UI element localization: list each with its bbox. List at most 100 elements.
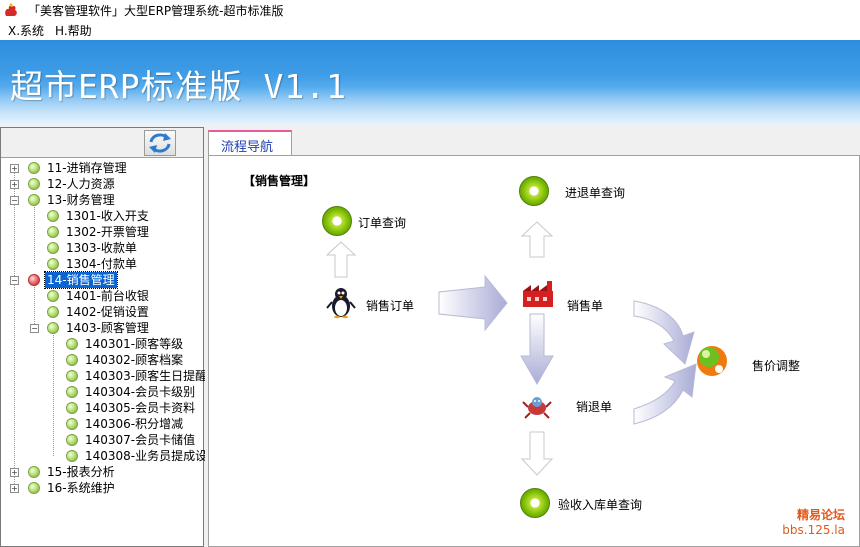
navigation-panel: + 11-进销存管理 + 12-人力资源 − 13-财务管理 1301-收入开支… bbox=[0, 127, 207, 547]
tree-label: 11-进销存管理 bbox=[47, 161, 127, 175]
expand-icon[interactable]: + bbox=[10, 484, 19, 493]
tree-item-140301[interactable]: 140301-顾客等级 bbox=[1, 336, 203, 352]
return-in-query-label[interactable]: 进退单查询 bbox=[565, 186, 626, 200]
menu-system[interactable]: X.系统 bbox=[8, 24, 45, 38]
status-ball-icon bbox=[28, 178, 40, 190]
receipt-query-label[interactable]: 验收入库单查询 bbox=[558, 498, 643, 512]
collapse-icon[interactable]: − bbox=[30, 324, 39, 333]
arrow-curve-icon bbox=[633, 300, 695, 365]
price-adjust-icon[interactable] bbox=[695, 344, 729, 378]
tree-item-14[interactable]: − 14-销售管理 bbox=[1, 271, 203, 289]
tree-item-1401[interactable]: 1401-前台收银 bbox=[1, 288, 203, 304]
status-ball-icon bbox=[28, 162, 40, 174]
tree-connector bbox=[34, 280, 35, 328]
order-query-icon[interactable] bbox=[322, 206, 352, 236]
tree-label: 1401-前台收银 bbox=[66, 289, 149, 303]
expand-icon[interactable]: + bbox=[10, 468, 19, 477]
tree-item-1303[interactable]: 1303-收款单 bbox=[1, 240, 203, 256]
tree-label: 13-财务管理 bbox=[47, 193, 115, 207]
tree-item-15[interactable]: + 15-报表分析 bbox=[1, 464, 203, 480]
return-crab-icon[interactable] bbox=[522, 393, 552, 419]
status-ball-icon bbox=[66, 402, 78, 414]
menu-tree: + 11-进销存管理 + 12-人力资源 − 13-财务管理 1301-收入开支… bbox=[1, 160, 207, 546]
collapse-icon[interactable]: − bbox=[10, 196, 19, 205]
tree-label: 1304-付款单 bbox=[66, 257, 137, 271]
tree-item-12[interactable]: + 12-人力资源 bbox=[1, 176, 203, 192]
tree-item-1403[interactable]: − 1403-顾客管理 bbox=[1, 320, 203, 336]
status-ball-icon bbox=[66, 450, 78, 462]
tree-label: 1403-顾客管理 bbox=[66, 321, 149, 335]
tree-label: 1301-收入开支 bbox=[66, 209, 149, 223]
tree-item-140308[interactable]: 140308-业务员提成设 bbox=[1, 448, 207, 464]
tree-label: 140306-积分增减 bbox=[85, 417, 184, 431]
flow-canvas: 【销售管理】 订单查询 销售订单 进退单查询 bbox=[208, 155, 860, 547]
factory-icon[interactable] bbox=[521, 279, 555, 309]
status-ball-icon bbox=[47, 306, 59, 318]
watermark-line-2: bbs.125.la bbox=[782, 523, 845, 537]
arrow-down-icon bbox=[520, 313, 554, 386]
flow-arrows bbox=[325, 221, 697, 476]
status-ball-icon bbox=[47, 210, 59, 222]
refresh-button[interactable] bbox=[144, 130, 176, 156]
tree-item-1304[interactable]: 1304-付款单 bbox=[1, 256, 203, 272]
arrow-curve-icon bbox=[633, 363, 697, 425]
collapse-icon[interactable]: − bbox=[10, 276, 19, 285]
tree-label: 1302-开票管理 bbox=[66, 225, 149, 239]
return-in-query-icon[interactable] bbox=[519, 176, 549, 206]
status-ball-icon bbox=[28, 274, 40, 286]
price-adjust-label[interactable]: 售价调整 bbox=[752, 359, 801, 373]
expand-icon[interactable]: + bbox=[10, 164, 19, 173]
status-ball-icon bbox=[66, 418, 78, 430]
tree-label: 140301-顾客等级 bbox=[85, 337, 184, 351]
tree-item-1301[interactable]: 1301-收入开支 bbox=[1, 208, 203, 224]
sales-return-label[interactable]: 销退单 bbox=[576, 400, 613, 414]
tree-item-16[interactable]: + 16-系统维护 bbox=[1, 480, 203, 496]
tree-item-1302[interactable]: 1302-开票管理 bbox=[1, 224, 203, 240]
tree-item-140307[interactable]: 140307-会员卡储值 bbox=[1, 432, 203, 448]
tree-item-140303[interactable]: 140303-顾客生日提醒 bbox=[1, 368, 207, 384]
status-ball-icon bbox=[28, 466, 40, 478]
expand-icon[interactable]: + bbox=[10, 180, 19, 189]
arrow-right-icon bbox=[438, 274, 508, 332]
tree-connector bbox=[53, 328, 54, 456]
tree-item-140304[interactable]: 140304-会员卡级别 bbox=[1, 384, 203, 400]
flow-section-title: 【销售管理】 bbox=[243, 174, 316, 188]
penguin-icon[interactable] bbox=[326, 286, 356, 319]
tree-label: 12-人力资源 bbox=[47, 177, 115, 191]
status-ball-icon bbox=[47, 242, 59, 254]
tree-label: 140307-会员卡储值 bbox=[85, 433, 196, 447]
status-ball-icon bbox=[66, 354, 78, 366]
tab-label: 流程导航 bbox=[221, 140, 274, 155]
arrow-down-icon bbox=[520, 431, 554, 476]
window-title: 「美客管理软件」大型ERP管理系统-超市标准版 bbox=[28, 4, 284, 18]
tree-label: 1402-促销设置 bbox=[66, 305, 149, 319]
app-icon bbox=[5, 3, 17, 16]
arrow-up-icon bbox=[325, 241, 357, 278]
title-bar: 「美客管理软件」大型ERP管理系统-超市标准版 bbox=[0, 0, 860, 20]
tree-item-140305[interactable]: 140305-会员卡资料 bbox=[1, 400, 203, 416]
content-panel: 流程导航 bbox=[205, 127, 860, 547]
status-ball-icon bbox=[47, 258, 59, 270]
menu-help[interactable]: H.帮助 bbox=[55, 24, 92, 38]
tab-flow-navigation[interactable]: 流程导航 bbox=[208, 130, 292, 155]
tree-item-140306[interactable]: 140306-积分增减 bbox=[1, 416, 203, 432]
tree-item-1402[interactable]: 1402-促销设置 bbox=[1, 304, 203, 320]
status-ball-icon bbox=[66, 434, 78, 446]
menu-bar: X.系统 H.帮助 bbox=[0, 20, 860, 40]
sales-slip-label[interactable]: 销售单 bbox=[567, 299, 604, 313]
tree-toolbar bbox=[1, 128, 203, 158]
app-banner: 超市ERP标准版 V1.1 bbox=[0, 40, 860, 126]
sales-order-label[interactable]: 销售订单 bbox=[366, 299, 415, 313]
tree-label: 140302-顾客档案 bbox=[85, 353, 184, 367]
receipt-query-icon[interactable] bbox=[520, 488, 550, 518]
tree-item-140302[interactable]: 140302-顾客档案 bbox=[1, 352, 203, 368]
order-query-label[interactable]: 订单查询 bbox=[358, 216, 407, 230]
status-ball-icon bbox=[47, 322, 59, 334]
tree-connector bbox=[14, 168, 15, 488]
tree-item-11[interactable]: + 11-进销存管理 bbox=[1, 160, 203, 176]
status-ball-icon bbox=[28, 482, 40, 494]
refresh-icon bbox=[149, 133, 171, 153]
tree-item-13[interactable]: − 13-财务管理 bbox=[1, 192, 203, 208]
status-ball-icon bbox=[66, 370, 78, 382]
tree-label: 16-系统维护 bbox=[47, 481, 115, 495]
